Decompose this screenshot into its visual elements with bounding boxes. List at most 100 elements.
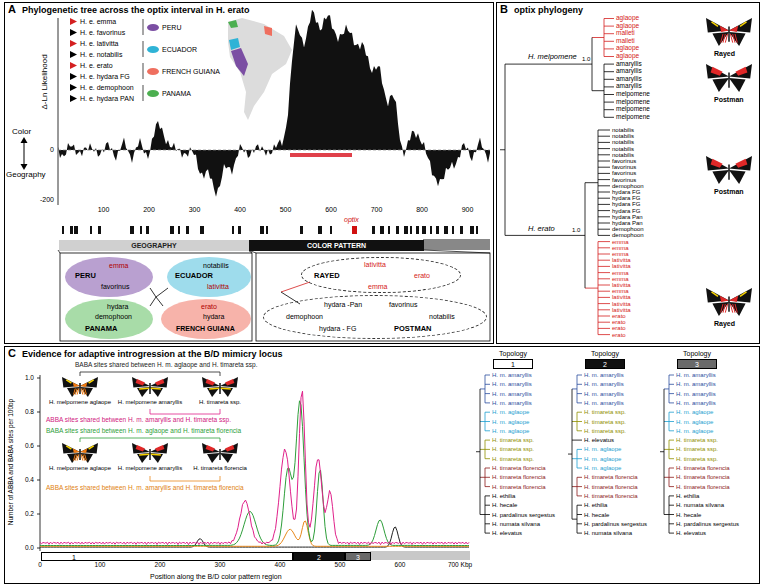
gene-model bbox=[130, 226, 134, 234]
legend-bracket bbox=[143, 19, 144, 35]
species-label: H. melpomene aglaope bbox=[45, 399, 115, 405]
gene-model bbox=[404, 226, 408, 234]
butterfly-wing bbox=[80, 377, 98, 387]
butterfly-wing bbox=[62, 377, 80, 387]
butterfly-ray bbox=[721, 34, 723, 43]
butterfly-body bbox=[149, 449, 151, 460]
tip-label: emma bbox=[612, 239, 629, 245]
taxon-label: hydara -Pan bbox=[324, 301, 362, 308]
butterfly-wing bbox=[706, 64, 729, 79]
bracket bbox=[150, 481, 220, 482]
tip-label: erato bbox=[612, 319, 626, 325]
tick-label: 0.4 bbox=[16, 477, 34, 484]
tree-branch bbox=[572, 388, 577, 389]
tree-branch bbox=[572, 486, 577, 487]
arrow-head bbox=[21, 137, 28, 143]
tree-branch bbox=[485, 440, 490, 441]
direction-arrow bbox=[24, 141, 25, 166]
tree-branch bbox=[604, 64, 614, 65]
tree-branch bbox=[598, 192, 610, 193]
tip-label: favorinus bbox=[612, 170, 636, 176]
butterfly-wing bbox=[729, 32, 746, 46]
tree-branch bbox=[598, 328, 610, 329]
color-interval bbox=[290, 153, 352, 157]
tip-label: erato bbox=[612, 332, 626, 338]
tick-label: 500 bbox=[274, 206, 298, 213]
tree-branch bbox=[669, 430, 674, 431]
tip-label: H. timareta florencia bbox=[492, 465, 546, 471]
tip-label: emma bbox=[612, 276, 629, 282]
gene-model bbox=[380, 226, 384, 234]
tip-label: H. m. amaryllis bbox=[584, 372, 624, 378]
topology-number: 1 bbox=[493, 359, 533, 369]
panel-title: Phylogenetic tree across the optix inter… bbox=[22, 6, 250, 15]
butterfly-wing bbox=[67, 387, 80, 397]
tree-branch bbox=[150, 288, 156, 297]
tip-label: emma bbox=[612, 251, 629, 257]
legend-triangle bbox=[70, 95, 77, 102]
butterfly-band bbox=[206, 379, 215, 385]
tip-label: H. elevatus bbox=[584, 437, 614, 443]
tree-branch bbox=[480, 388, 485, 389]
tip-label: hydara FG bbox=[612, 201, 640, 207]
tree-branch bbox=[150, 297, 156, 306]
tree-branch bbox=[485, 495, 490, 496]
taxon-label: favorinus bbox=[389, 301, 417, 308]
map-region bbox=[231, 48, 248, 76]
topology-key: Topology2 bbox=[583, 350, 627, 371]
tip-label: H. numata silvana bbox=[584, 530, 632, 536]
butterfly-ray bbox=[83, 454, 85, 460]
butterfly-ray bbox=[735, 34, 737, 43]
butterfly-band bbox=[89, 446, 94, 449]
butterfly-ray bbox=[85, 454, 87, 460]
legend-label: H. e. lativitta bbox=[80, 40, 119, 47]
legend-label: H. e. hydara FG bbox=[80, 73, 130, 80]
tip-label: H. m. amaryllis bbox=[676, 381, 716, 387]
butterfly-ray bbox=[723, 34, 725, 43]
tree-branch bbox=[604, 71, 614, 72]
tree-branch bbox=[669, 505, 674, 506]
region-label: PANAMA bbox=[85, 325, 117, 333]
tip-label: aglaope bbox=[616, 23, 639, 30]
region-segment: 3 bbox=[345, 552, 371, 561]
annotation: ABBA sites shared between H. m. amarylli… bbox=[46, 485, 244, 492]
butterfly-ray bbox=[83, 388, 85, 394]
butterfly-wing bbox=[137, 453, 150, 463]
interval-bar: GEOGRAPHY bbox=[59, 240, 249, 251]
topology-label: Topology bbox=[491, 350, 535, 357]
tree-branch bbox=[598, 185, 610, 186]
zero-line bbox=[58, 150, 490, 151]
butterfly-wing bbox=[150, 377, 168, 387]
tip-label: lativitta bbox=[612, 294, 631, 300]
tip-label: amaryllis bbox=[616, 83, 642, 90]
tree-branch bbox=[598, 278, 610, 279]
tip-label: demophoon bbox=[612, 183, 644, 189]
tip-label: notabilis bbox=[612, 139, 634, 145]
leader-line bbox=[423, 250, 490, 253]
bracket bbox=[150, 409, 151, 414]
taxon-label: hydara bbox=[203, 313, 224, 320]
tree-branch bbox=[598, 167, 610, 168]
tip-label: H. m. amaryllis bbox=[584, 391, 624, 397]
gene-model bbox=[90, 226, 92, 234]
tree-branch bbox=[480, 421, 485, 422]
butterfly-wing bbox=[706, 18, 729, 33]
tip-label: aglaope bbox=[616, 53, 639, 60]
pattern-label: RAYED bbox=[314, 272, 340, 280]
region-ellipse: PANAMAhydarademophoon bbox=[65, 299, 153, 339]
species-label: H. melpomene amaryllis bbox=[115, 399, 185, 405]
tip-label: aglaope bbox=[616, 15, 639, 22]
legend-triangle bbox=[70, 18, 77, 25]
tip-label: H. m. aglaope bbox=[584, 446, 621, 452]
taxon-label: emma bbox=[368, 283, 387, 290]
tree-branch bbox=[598, 285, 610, 286]
likelihood-area bbox=[58, 10, 490, 197]
legend-swatch bbox=[147, 68, 159, 75]
axis-title: Position along the B/D color pattern reg… bbox=[150, 573, 282, 580]
tree-branch bbox=[485, 468, 490, 469]
tree-branch bbox=[598, 216, 610, 217]
tip-label: H. numata silvana bbox=[492, 521, 540, 527]
tree-branch bbox=[577, 514, 582, 515]
butterfly-band bbox=[73, 383, 80, 387]
legend-triangle bbox=[70, 62, 77, 69]
